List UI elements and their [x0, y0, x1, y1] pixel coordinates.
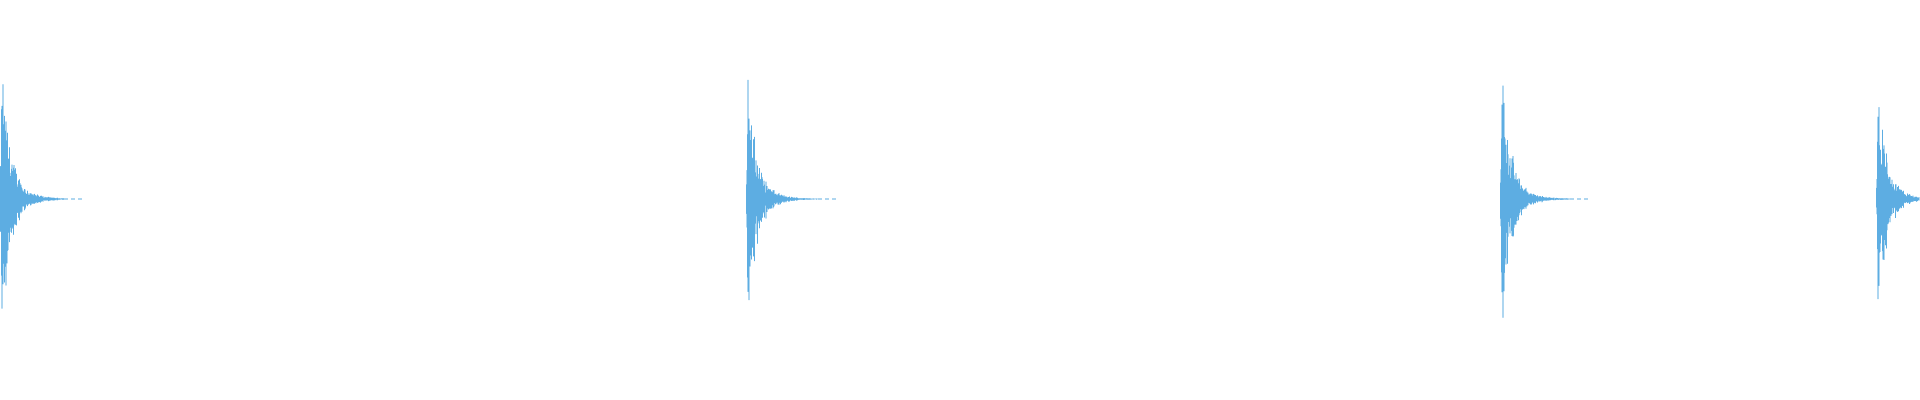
waveform-burst-path — [746, 79, 819, 301]
waveform-burst — [0, 84, 82, 309]
waveform-burst-path — [1876, 107, 1920, 300]
waveform-burst — [1876, 107, 1920, 300]
waveform-burst-path — [1500, 85, 1571, 318]
waveform-burst — [746, 79, 836, 301]
waveform-burst — [1500, 85, 1588, 318]
waveform-burst-path — [0, 84, 65, 309]
waveform-bursts — [0, 79, 1920, 318]
